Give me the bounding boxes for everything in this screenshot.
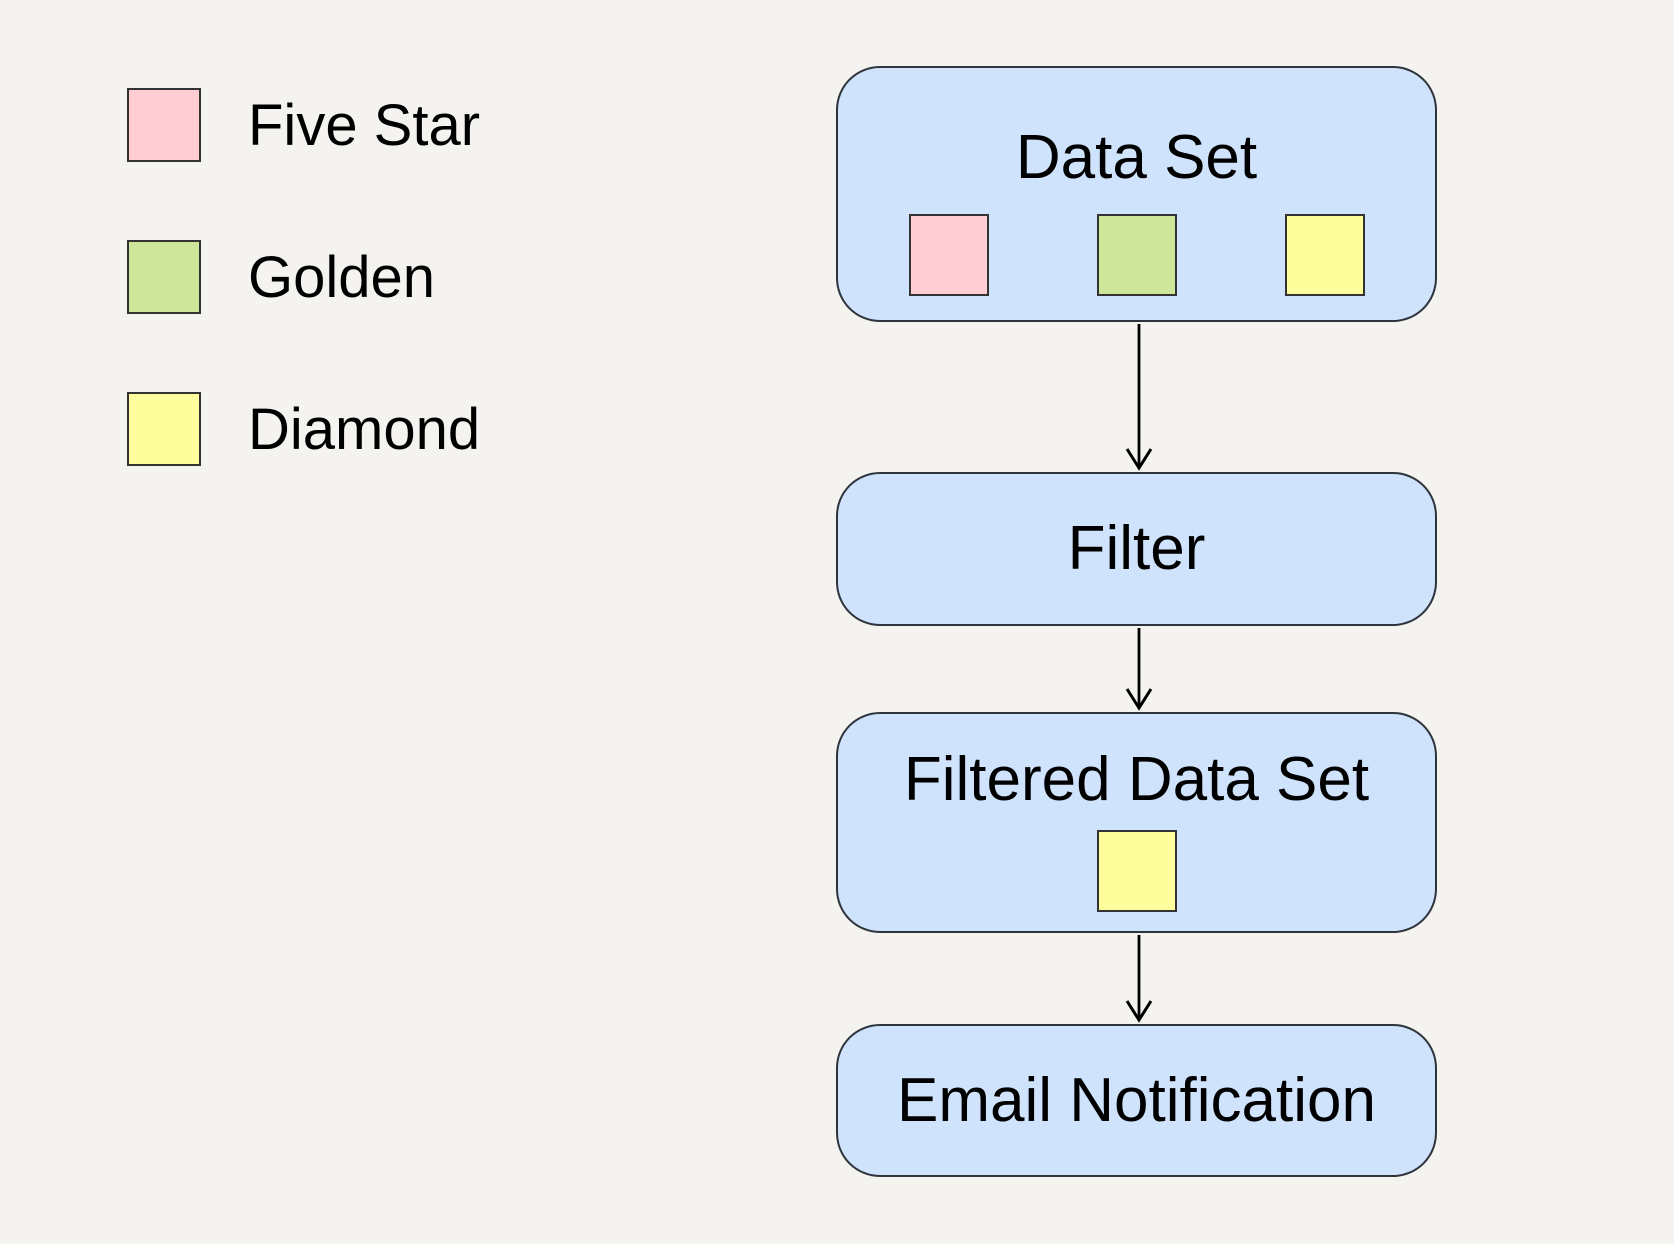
data-set-swatch-diamond: [1284, 214, 1365, 296]
node-filtered-data-set-label: Filtered Data Set: [903, 745, 1370, 814]
legend-label-diamond: Diamond: [248, 396, 481, 462]
legend-label-five-star: Five Star: [248, 92, 481, 158]
node-filtered-data-set: Filtered Data Set: [836, 712, 1437, 933]
node-email-notification: Email Notification: [836, 1024, 1437, 1177]
node-email-notification-label: Email Notification: [897, 1065, 1376, 1135]
five-star-swatch: [127, 88, 201, 162]
filtered-swatch-row: [1096, 830, 1177, 912]
data-set-swatch-golden: [1096, 214, 1177, 296]
node-filter: Filter: [836, 472, 1437, 626]
node-filter-label: Filter: [1067, 514, 1206, 583]
node-data-set: Data Set: [836, 66, 1437, 322]
legend-label-golden: Golden: [248, 244, 436, 310]
data-set-swatch-row: [908, 214, 1365, 296]
golden-swatch: [127, 240, 201, 314]
filtered-swatch-diamond: [1096, 830, 1177, 912]
data-set-swatch-five-star: [908, 214, 989, 296]
diamond-swatch: [127, 392, 201, 466]
node-data-set-label: Data Set: [1015, 123, 1258, 192]
